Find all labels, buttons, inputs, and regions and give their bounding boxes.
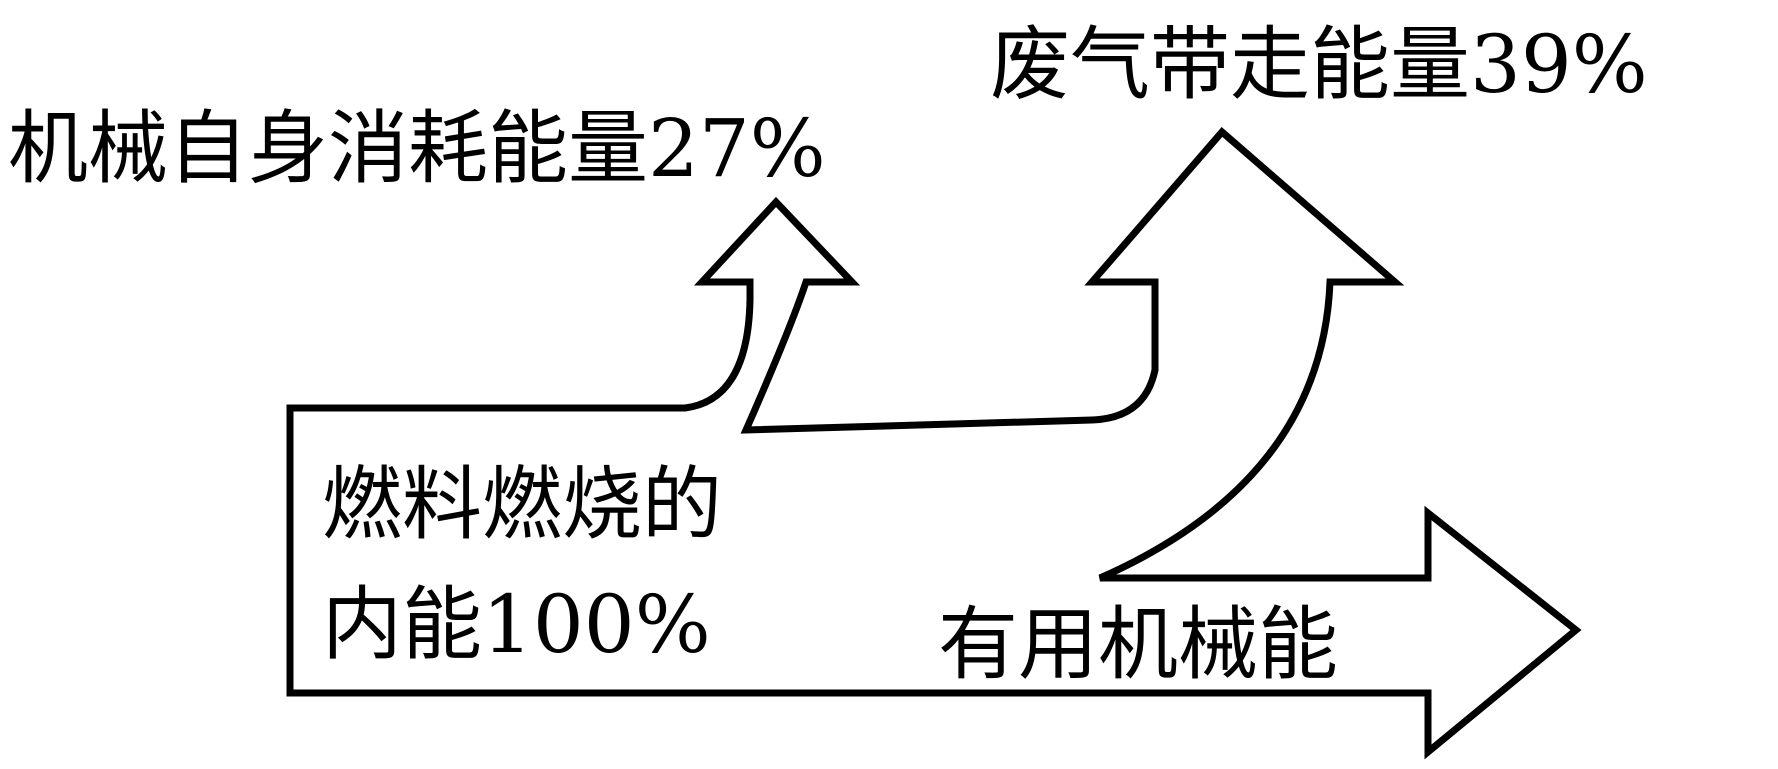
mechanical-loss-label: 机械自身消耗能量27%	[8, 102, 826, 195]
exhaust-loss-label: 废气带走能量39%	[990, 18, 1648, 111]
source-label-line2: 内能100%	[322, 578, 711, 671]
source-label-line1: 燃料燃烧的	[322, 458, 722, 551]
energy-flow-outline	[286, 127, 1582, 760]
useful-output-label: 有用机械能	[938, 598, 1338, 691]
